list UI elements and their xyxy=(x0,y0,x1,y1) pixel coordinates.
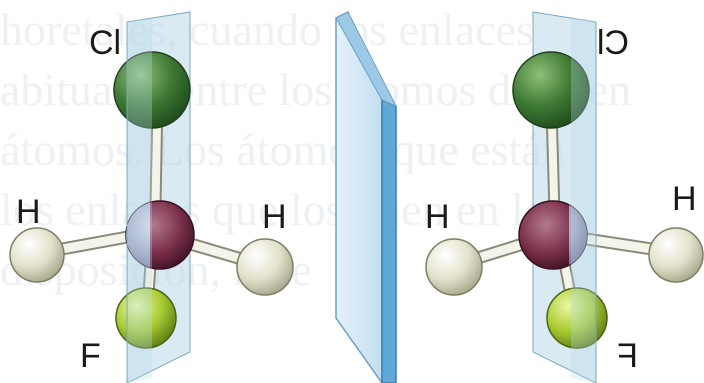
left-hydrogen-atom-right xyxy=(236,238,294,296)
right-plane-front-overlay xyxy=(571,18,596,383)
left-plane-front-overlay xyxy=(127,18,152,383)
left-label-chlorine: Cl xyxy=(89,24,121,62)
right-label-hydrogen-right: H xyxy=(672,180,697,218)
right-molecule: Cl H H F xyxy=(425,11,704,383)
mirror-edge xyxy=(381,98,397,383)
right-chlorine-atom xyxy=(512,51,590,129)
right-hydrogen-atom-left xyxy=(425,238,483,296)
left-label-fluorine: F xyxy=(80,337,101,375)
left-label-hydrogen-left: H xyxy=(16,193,41,231)
right-hydrogen-atom-right xyxy=(648,227,704,283)
left-hydrogen-atom-left xyxy=(9,227,65,283)
right-fluorine-atom xyxy=(546,287,608,349)
mirror-plane xyxy=(335,10,398,383)
left-chlorine-atom xyxy=(113,51,191,129)
left-molecule: Cl H H F xyxy=(9,11,294,383)
left-fluorine-atom xyxy=(115,287,177,349)
left-carbon-atom xyxy=(125,200,195,270)
right-label-fluorine: F xyxy=(617,337,638,375)
left-label-hydrogen-right: H xyxy=(262,198,287,236)
right-label-chlorine: Cl xyxy=(597,24,629,62)
mirror-top-edge xyxy=(335,11,398,108)
right-label-hydrogen-left: H xyxy=(425,198,450,236)
right-carbon-atom xyxy=(518,200,588,270)
